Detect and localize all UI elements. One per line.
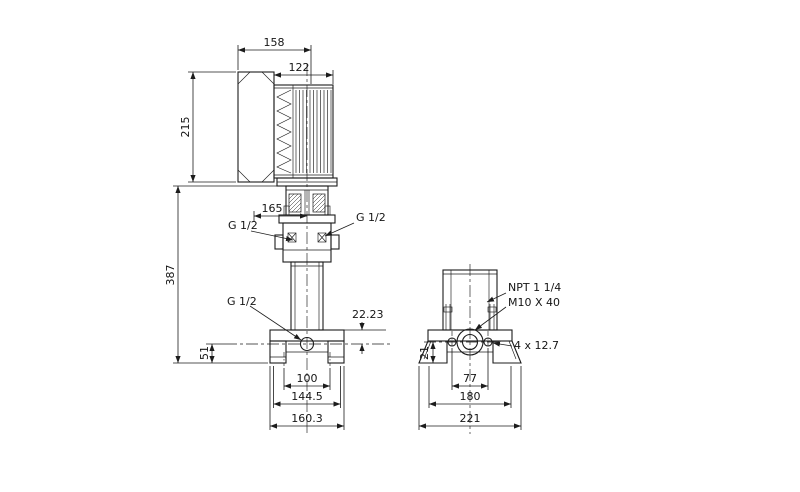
dim-215-label: 215 xyxy=(179,117,192,138)
dim-122-label: 122 xyxy=(289,61,310,74)
dim-22-23: 22.23 xyxy=(344,308,386,354)
base-plate xyxy=(418,328,522,364)
drain-plug xyxy=(299,336,315,352)
dim-387: 387 xyxy=(164,185,277,364)
port-left-label: G 1/2 xyxy=(228,219,258,232)
motor xyxy=(273,84,338,187)
bolt-hole-right xyxy=(483,337,493,347)
drain-port-label: G 1/2 xyxy=(227,295,257,308)
dim-122: 122 xyxy=(274,61,334,84)
dim-180: 180 xyxy=(428,366,512,408)
port-right-stub xyxy=(330,234,340,250)
label-port-left: G 1/2 xyxy=(228,219,294,242)
dim-51-label: 51 xyxy=(198,346,211,360)
dim-215: 215 xyxy=(179,71,236,183)
center-boss-bore xyxy=(461,333,479,351)
dim-22-23-label: 22.23 xyxy=(352,308,384,321)
dim-21-label: 21 xyxy=(418,346,431,360)
dim-221-label: 221 xyxy=(460,412,481,425)
base-centerlines xyxy=(424,264,502,434)
terminal-box xyxy=(237,71,275,183)
mounting-holes-label: 4 x 12.7 xyxy=(514,339,559,352)
dim-165-label: 165 xyxy=(262,202,283,215)
center-boss xyxy=(456,328,484,356)
dim-100-label: 100 xyxy=(297,372,318,385)
npt-port-label: NPT 1 1/4 xyxy=(508,281,561,294)
port-left-stub xyxy=(274,234,284,250)
label-bolt-thread: M10 X 40 xyxy=(474,296,560,331)
dim-160-3-label: 160.3 xyxy=(291,412,323,425)
motor-fins xyxy=(295,90,332,173)
dim-180-label: 180 xyxy=(460,390,481,403)
dim-77: 77 xyxy=(451,348,489,390)
side-view: 158 122 215 387 xyxy=(164,36,392,434)
side-dimensions: 158 122 215 387 xyxy=(164,36,386,430)
dim-51: 51 xyxy=(198,343,225,363)
dim-158-label: 158 xyxy=(264,36,285,49)
dim-221: 221 xyxy=(418,366,522,430)
dim-100: 100 xyxy=(283,368,331,390)
label-port-right: G 1/2 xyxy=(324,211,386,237)
label-drain-port: G 1/2 xyxy=(227,295,302,341)
dim-144-5-label: 144.5 xyxy=(291,390,323,403)
pump-base xyxy=(269,329,345,366)
base-view: NPT 1 1/4 M10 X 40 4 x 12.7 21 77 xyxy=(418,264,561,434)
dim-144-5: 144.5 xyxy=(273,366,341,408)
foot-left xyxy=(418,340,448,364)
fin-zigzag xyxy=(276,89,292,174)
bolt-hole-left xyxy=(447,337,457,347)
port-right-label: G 1/2 xyxy=(356,211,386,224)
dim-165: 165 xyxy=(253,202,307,222)
dim-387-label: 387 xyxy=(164,265,177,286)
centerlines xyxy=(225,64,392,434)
label-npt-port: NPT 1 1/4 xyxy=(486,281,561,303)
base-dimensions: NPT 1 1/4 M10 X 40 4 x 12.7 21 77 xyxy=(418,281,561,430)
dim-21: 21 xyxy=(418,342,436,363)
dim-160-3: 160.3 xyxy=(269,366,345,430)
dim-77-label: 77 xyxy=(463,372,477,385)
bolt-thread-label: M10 X 40 xyxy=(508,296,560,309)
label-mounting-holes: 4 x 12.7 xyxy=(492,339,559,352)
foot-right xyxy=(492,340,522,364)
